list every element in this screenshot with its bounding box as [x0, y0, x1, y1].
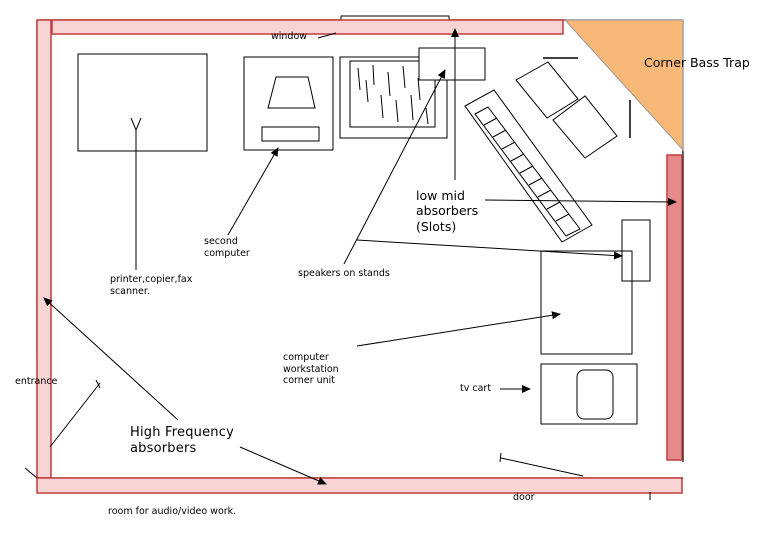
door-jamb-left	[499, 452, 502, 463]
arrow-workstation	[356, 311, 561, 347]
slot-absorber-inner	[349, 60, 436, 128]
label-workstation: computer workstation corner unit	[283, 352, 339, 387]
monitor-icon	[267, 76, 316, 109]
label-printer: printer,copier,fax scanner.	[110, 274, 193, 297]
label-tv-cart: tv cart	[460, 383, 492, 394]
slots-pattern	[357, 64, 429, 125]
label-entrance: entrance	[15, 376, 58, 387]
label-room-caption: room for audio/video work.	[108, 506, 237, 517]
mixer-outer	[464, 89, 593, 243]
second-computer-desk	[243, 56, 334, 151]
door-leaf-bottom-left	[24, 467, 38, 479]
label-low-mid-absorbers: low mid absorbers (Slots)	[416, 188, 479, 234]
arrow-hf-left	[43, 297, 179, 421]
label-window: window	[271, 31, 308, 42]
workstation-corner-unit	[540, 250, 633, 355]
label-high-frequency-absorbers: High Frequency absorbers	[130, 425, 234, 456]
label-speakers: speakers on stands	[298, 268, 390, 279]
keyboard	[261, 126, 320, 142]
tv-icon	[576, 369, 614, 420]
monitor-right	[552, 95, 618, 159]
mixer-keys	[483, 117, 570, 222]
corner-bass-trap	[563, 19, 684, 152]
absorber-bottom	[36, 477, 683, 494]
arrow-low-mid-right	[484, 197, 677, 206]
absorber-top	[51, 19, 564, 35]
speaker-icon-top	[418, 47, 486, 81]
printer-desk	[77, 53, 208, 152]
tv-cart	[540, 363, 638, 425]
mixer-inner	[474, 106, 581, 237]
label-corner-bass-trap: Corner Bass Trap	[644, 55, 750, 70]
absorber-left	[36, 19, 52, 479]
slot-absorber-outer	[339, 56, 448, 139]
absorber-right-mid	[666, 154, 683, 461]
arrow-speakers-top	[343, 69, 446, 265]
monitor-left	[515, 61, 579, 119]
arrow-second-computer	[227, 147, 279, 236]
arrow-hf-bottom	[239, 446, 327, 485]
arrow-speakers-right	[356, 239, 623, 260]
label-second-computer: second computer	[204, 236, 250, 259]
door-swing	[500, 457, 584, 477]
arrow-window	[317, 32, 337, 39]
label-door: door	[513, 492, 535, 503]
entrance-door	[49, 382, 101, 448]
entrance-jamb	[95, 379, 101, 389]
